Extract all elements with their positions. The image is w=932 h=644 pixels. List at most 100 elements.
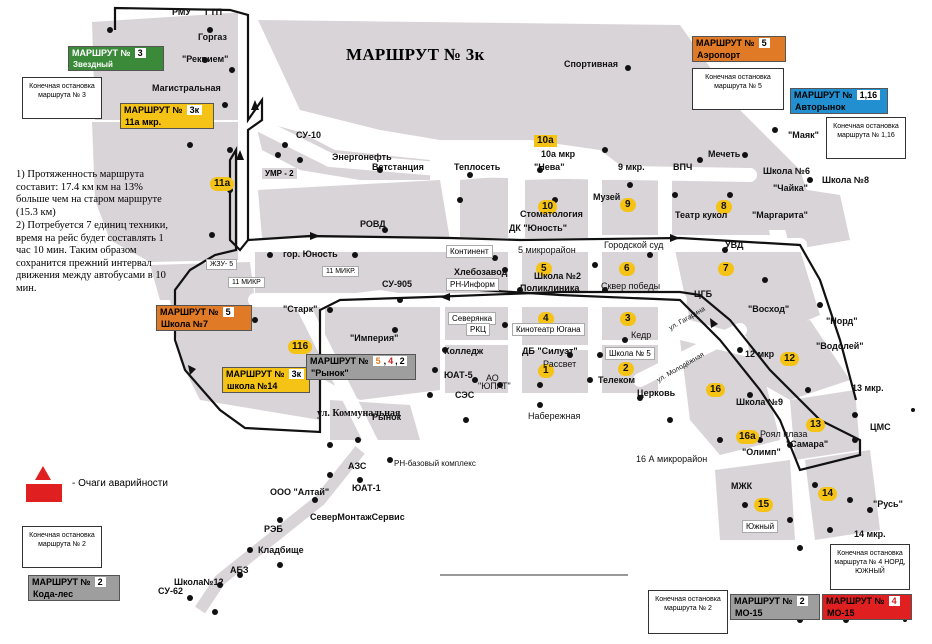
info-vehicles: 2) Потребуется 7 единиц техники, время н… (16, 220, 169, 294)
stop-label: Магистральная (152, 83, 221, 93)
stop-dot (827, 527, 833, 533)
block-vet (258, 180, 450, 240)
stop-dot (457, 197, 463, 203)
stop-label: 5 микрорайон (518, 245, 576, 255)
stop-dot (327, 307, 333, 313)
stop-dot (697, 157, 703, 163)
stop-label: АО (486, 373, 499, 383)
route-badge-number: 5 (222, 307, 234, 317)
district-number: 5 (536, 262, 552, 276)
stop-label: "Старк" (283, 304, 318, 314)
stop-label: Школа №6 (763, 166, 810, 176)
stop-dot (587, 377, 593, 383)
stop-dot (212, 609, 218, 615)
stop-dot (517, 287, 523, 293)
stop-dot (597, 352, 603, 358)
stop-label: Континент (446, 245, 493, 258)
stop-dot (247, 547, 253, 553)
block-14 (805, 450, 880, 540)
route-badge-terminal: школа №14 (227, 381, 278, 391)
stop-label: "Империя" (350, 333, 399, 343)
stop-label: Роял плаза (760, 429, 808, 439)
stop-dot (727, 192, 733, 198)
stop-dot (647, 252, 653, 258)
stop-dot (209, 232, 215, 238)
district-number: 2 (618, 362, 634, 376)
stop-dot (567, 352, 573, 358)
stop-dot (229, 67, 235, 73)
stop-dot (787, 442, 793, 448)
route-badge-number: 3 (134, 48, 146, 58)
route-badge-label: МАРШРУТ № (794, 90, 853, 100)
route-badge-number: 4 (386, 356, 396, 366)
stop-dot (202, 57, 208, 63)
stop-dot (772, 127, 778, 133)
stop-dot (502, 267, 508, 273)
block-north-west (92, 12, 245, 120)
route-badge-number: 1,16 (856, 90, 881, 100)
route-badge-5-4-2: МАРШРУТ № 5,4,2 "Рынок" (306, 354, 416, 380)
stop-label: Школа №8 (822, 175, 869, 185)
route-badge-terminal: Авторынок (795, 102, 846, 112)
page-title: МАРШРУТ № 3к (346, 45, 485, 64)
arrow-5 (670, 234, 680, 242)
stop-label: Рынок (372, 412, 402, 422)
route-badge-terminal: Звездный (73, 60, 113, 69)
stop-dot (237, 572, 243, 578)
district-number: 14 (818, 487, 838, 501)
stop-dot (217, 582, 223, 588)
stop-label: РМУ (172, 7, 191, 17)
stop-label: 9 мкр. (618, 162, 645, 172)
stop-label: Музей (593, 192, 621, 202)
route-badge-terminal: МО-15 (827, 608, 855, 618)
stop-dot (847, 497, 853, 503)
stop-label: Городской суд (604, 240, 664, 250)
stop-dot (327, 472, 333, 478)
stop-dot (442, 347, 448, 353)
stop-label: "Водолей" (816, 341, 864, 351)
stop-dot (742, 152, 748, 158)
district-number: 6 (619, 262, 635, 276)
stop-label: "Русь" (873, 499, 903, 509)
stop-dot (397, 297, 403, 303)
stop-label: Набережная (528, 411, 581, 421)
stop-dot (807, 177, 813, 183)
stop-label: СЭС (455, 390, 475, 400)
stop-label: СУ-10 (296, 130, 321, 140)
route-badge-number: 5 (372, 356, 384, 366)
stop-dot (107, 27, 113, 33)
stop-label: Театр кукол (675, 210, 728, 220)
stop-dot (502, 322, 508, 328)
stop-dot (852, 437, 858, 443)
stop-label: ЖЗУ- 5 (206, 259, 238, 270)
stop-dot (463, 417, 469, 423)
stop-dot (277, 562, 283, 568)
stop-dot (357, 477, 363, 483)
stop-label: Хлебозавод (454, 267, 508, 277)
stop-dot (602, 287, 608, 293)
route-badge-terminal: "Рынок" (311, 368, 349, 378)
block-1 (520, 350, 590, 400)
stop-label: "Чайка" (773, 183, 808, 193)
route-badge-label: МАРШРУТ № (226, 369, 285, 379)
terminal-note-2a: Конечная остановка маршрута № 2 (22, 526, 102, 568)
road-sw (293, 293, 387, 467)
route-badge-terminal: Кода-лес (33, 589, 74, 599)
route-badge-number: 2 (796, 596, 808, 606)
route-info: 1) Протяженность маршрута составит: 17.4… (16, 169, 178, 296)
industrial-road (195, 446, 628, 614)
block-11a (92, 122, 240, 262)
stop-label: 13 мкр. (852, 383, 884, 393)
arrow-3 (310, 232, 320, 240)
stop-label: "Самара" (786, 439, 829, 449)
stop-label: АБЗ (230, 565, 249, 575)
route-badge-number: 5 (758, 38, 770, 48)
terminal-note-1-16: Конечная остановка маршрута № 1,16 (826, 117, 906, 159)
stop-dot (627, 182, 633, 188)
stop-label: Кладбище (258, 545, 304, 555)
route-badge-terminal: 11а мкр. (125, 117, 162, 127)
stop-label: ООО "Алтай" (270, 487, 330, 497)
stop-label: УМР - 2 (262, 168, 297, 179)
